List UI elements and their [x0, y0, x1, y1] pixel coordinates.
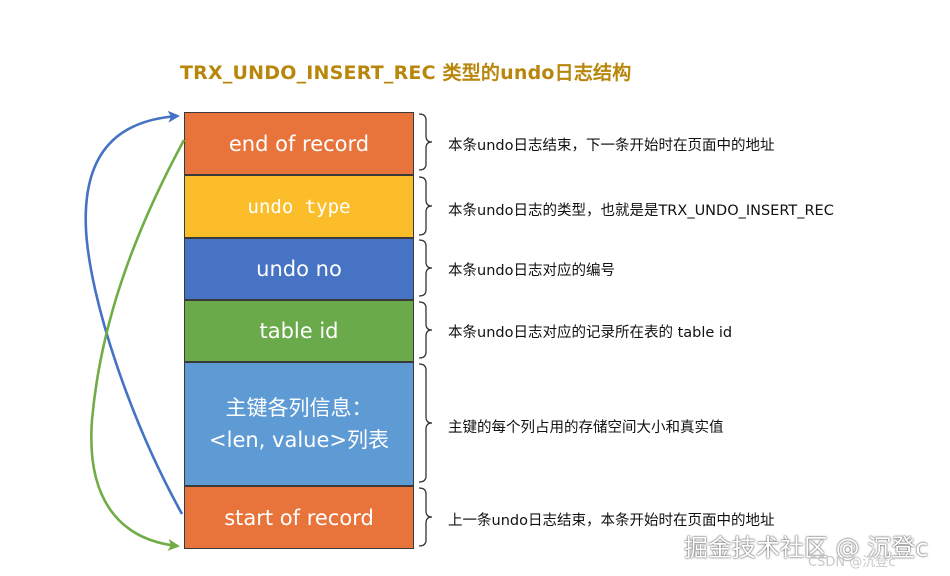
- block-label-line1: 主键各列信息：: [225, 396, 373, 420]
- desc-table-id: 本条undo日志对应的记录所在表的 table id: [448, 325, 733, 341]
- block-label: undo type: [247, 195, 351, 218]
- block-end-of-record: end of record: [184, 112, 414, 175]
- block-label: start of record: [224, 505, 374, 530]
- block-primary-key-columns: 主键各列信息： <len, value>列表: [184, 362, 414, 486]
- arrow-blue: [84, 110, 184, 515]
- block-label: undo no: [256, 257, 342, 281]
- block-undo-type: undo type: [184, 175, 414, 238]
- block-label: table id: [259, 319, 339, 343]
- block-label-line2: <len, value>列表: [209, 428, 389, 452]
- watermark-main: 掘金技术社区 @ 沉登c: [684, 534, 929, 562]
- brace-3: [418, 239, 433, 297]
- desc-undo-type: 本条undo日志的类型，也就是是TRX_UNDO_INSERT_REC: [448, 203, 834, 219]
- brace-2: [418, 176, 433, 236]
- block-table-id: table id: [184, 300, 414, 362]
- brace-5: [418, 363, 433, 483]
- watermark-sub: CSDN @沉登c: [808, 555, 896, 570]
- diagram-title: TRX_UNDO_INSERT_REC 类型的undo日志结构: [180, 62, 632, 84]
- desc-end-of-record: 本条undo日志结束，下一条开始时在页面中的地址: [448, 138, 775, 154]
- desc-primary-key-columns: 主键的每个列占用的存储空间大小和真实值: [448, 420, 724, 436]
- brace-6: [418, 487, 433, 547]
- block-label: end of record: [228, 131, 370, 156]
- brace-1: [418, 113, 433, 171]
- block-start-of-record: start of record: [184, 486, 414, 549]
- desc-undo-no: 本条undo日志对应的编号: [448, 263, 615, 279]
- block-undo-no: undo no: [184, 238, 414, 300]
- arrow-green: [90, 139, 186, 551]
- brace-4: [418, 301, 433, 359]
- desc-start-of-record: 上一条undo日志结束，本条开始时在页面中的地址: [448, 513, 775, 529]
